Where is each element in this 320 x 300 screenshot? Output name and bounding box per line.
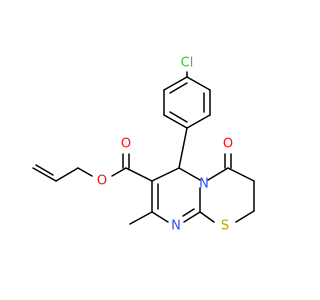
bond [235,210,255,223]
atom-labels: Cl O O O N N S [97,56,233,234]
bond [163,76,188,91]
bond [207,167,229,181]
bond [178,127,188,169]
atom-label-n-imine: N [171,219,181,234]
atom-label-o-ketone: O [223,137,233,152]
bond [169,82,188,94]
bond [169,111,188,123]
atom-label-o-carbonyl: O [121,137,131,152]
bond [35,164,54,176]
bond [182,208,195,217]
bond [125,167,153,182]
bond [111,167,127,177]
molecule-structure-diagram: Cl O O O N N S [32,56,255,234]
atom-label-o-ester: O [97,174,107,189]
atom-label-cl: Cl [181,56,194,71]
bond [186,114,211,129]
bond [163,114,188,129]
bond [77,167,93,177]
bond [32,167,57,182]
bond [183,211,201,223]
bond [55,167,79,182]
bond [151,211,169,223]
bond [227,167,255,182]
atom-label-s: S [221,219,229,234]
bonds [32,71,255,225]
bond [151,167,180,182]
bond [186,76,211,91]
bond [199,211,215,223]
atom-label-n-ring: N [199,177,209,192]
bond [129,211,153,225]
bond [178,167,201,181]
